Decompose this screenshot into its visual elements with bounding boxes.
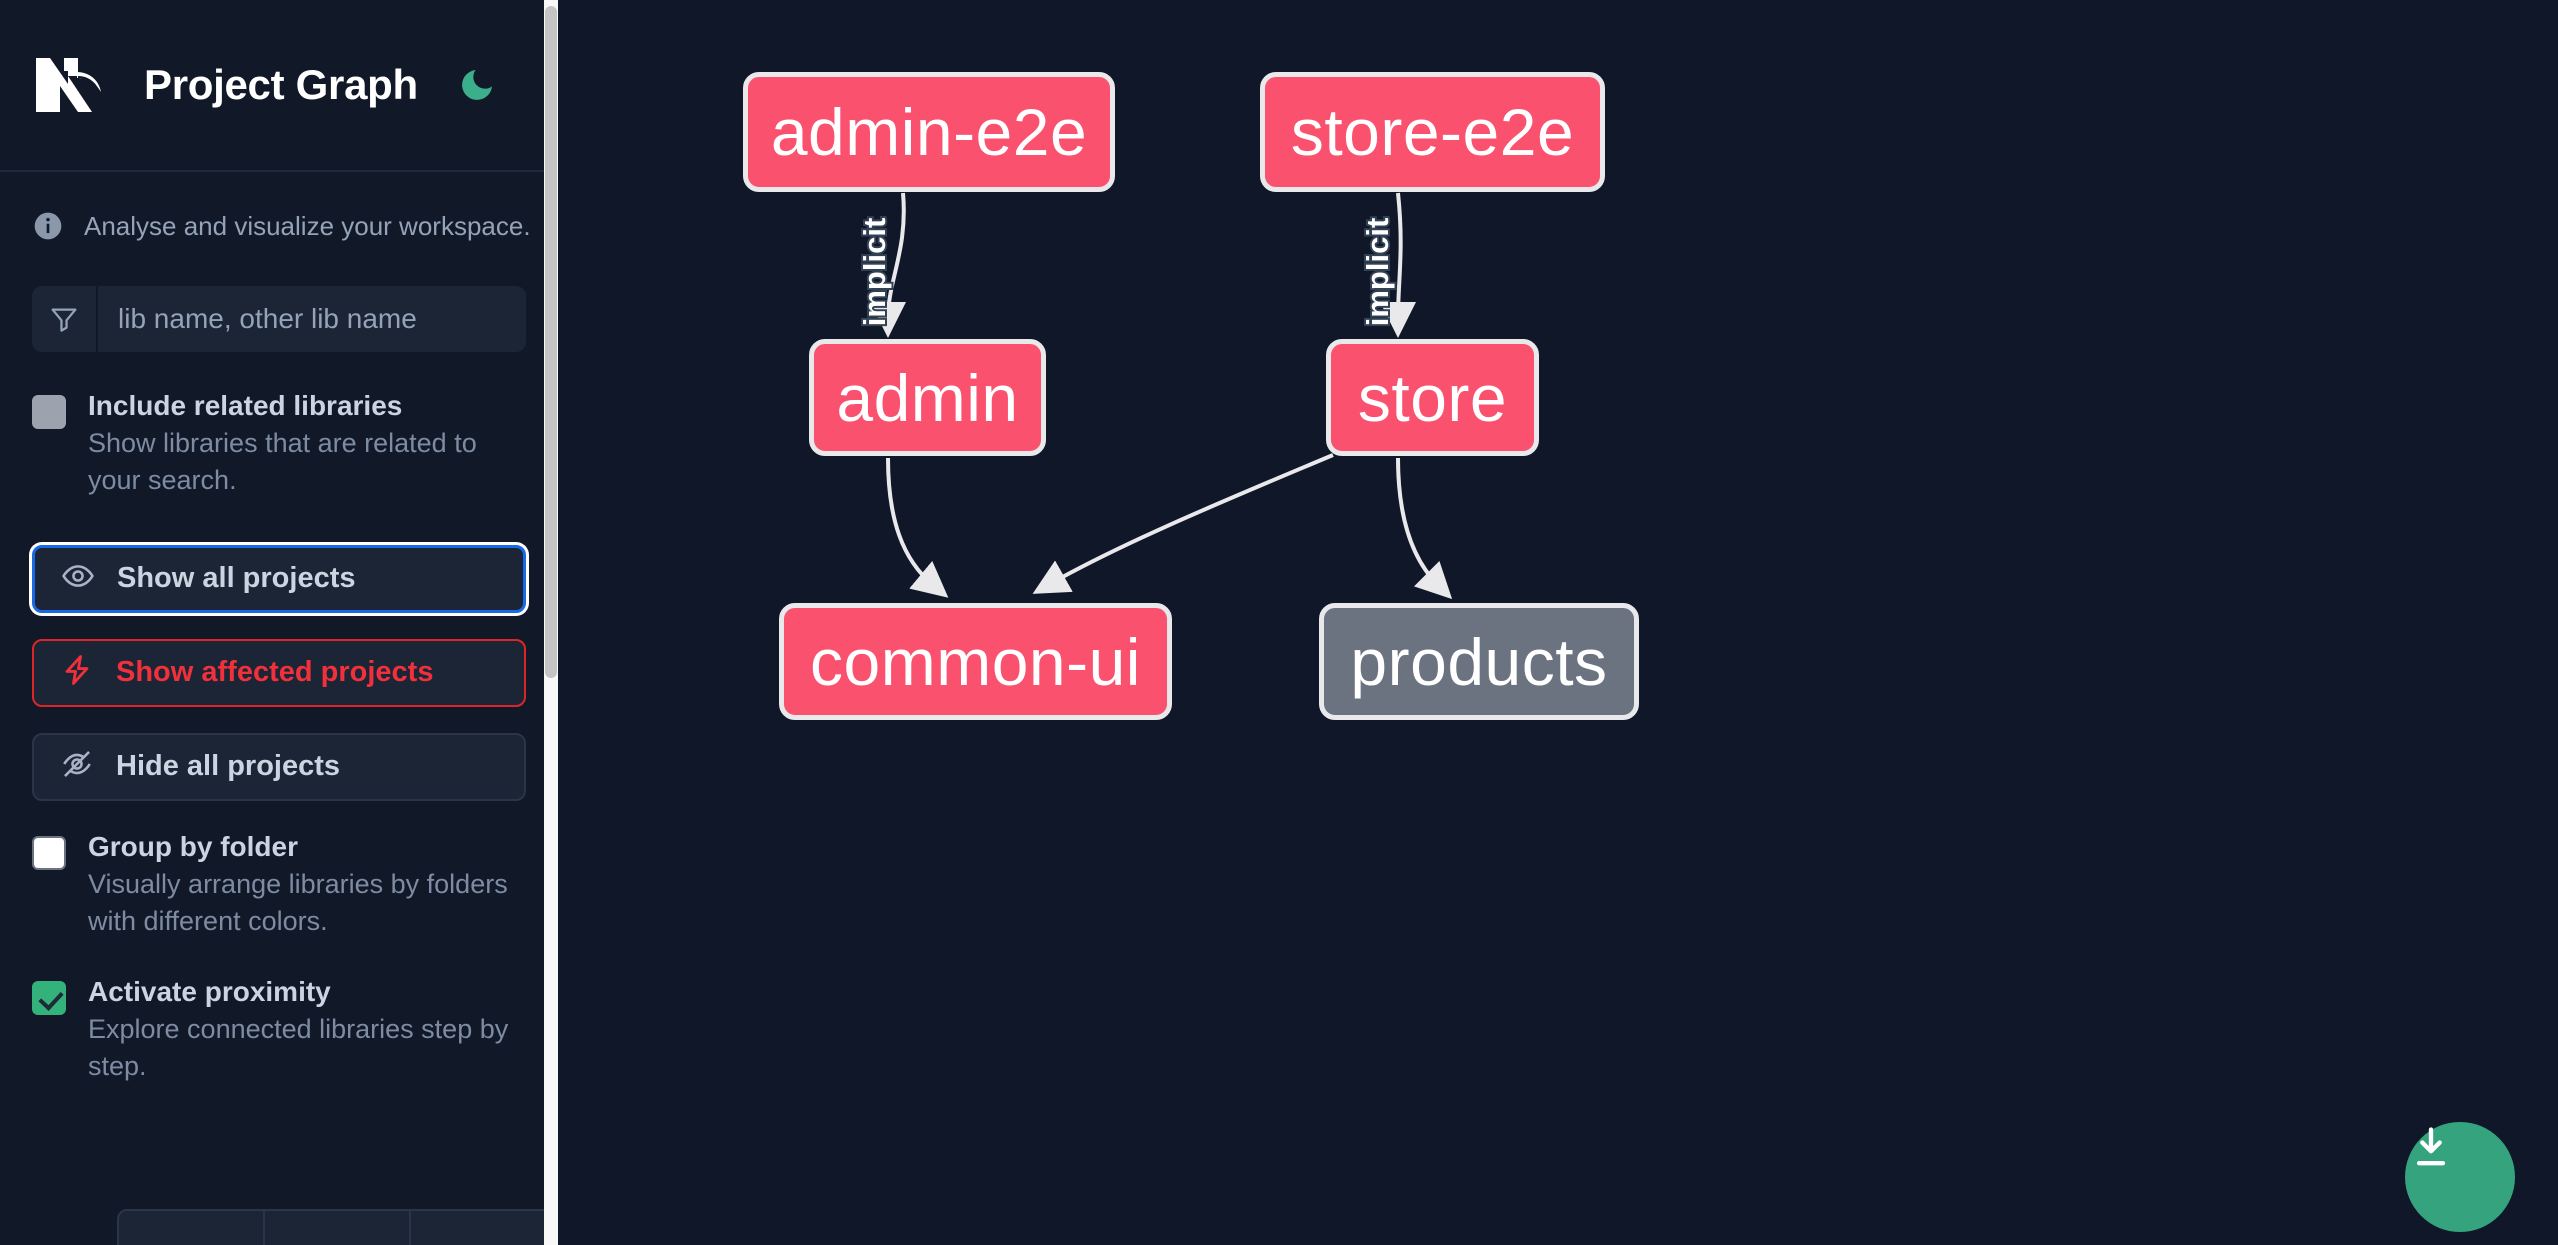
include-related-libraries-checkbox[interactable]	[32, 395, 66, 429]
show-all-projects-label: Show all projects	[117, 562, 356, 595]
sidebar: Project Graph Analyse and visualize your…	[0, 0, 558, 1245]
hide-all-projects-label: Hide all projects	[116, 750, 341, 783]
eye-icon	[61, 559, 95, 598]
graph-node-store[interactable]: store	[1326, 339, 1539, 456]
graph-node-store-e2e-label: store-e2e	[1290, 95, 1575, 169]
proximity-segment-1[interactable]	[119, 1211, 265, 1245]
workspace-note: Analyse and visualize your workspace.	[0, 172, 558, 280]
edge-store-to-products	[1396, 457, 1453, 600]
sidebar-scrollbar-thumb[interactable]	[545, 6, 557, 678]
graph-node-admin-e2e-label: admin-e2e	[770, 95, 1088, 169]
show-affected-projects-button[interactable]: Show affected projects	[32, 638, 526, 707]
sidebar-scrollbar[interactable]	[544, 0, 558, 1245]
graph-node-store-label: store	[1357, 360, 1508, 435]
group-by-folder-label: Group by folder	[88, 830, 298, 862]
svg-text:implicit: implicit	[1360, 218, 1395, 327]
group-by-folder-description: Visually arrange libraries by folders wi…	[88, 868, 508, 936]
show-all-projects-button[interactable]: Show all projects	[32, 544, 526, 613]
filter-funnel-icon	[32, 286, 98, 352]
edge-label-implicit-2: implicit	[1358, 216, 1397, 329]
graph-node-products[interactable]: products	[1319, 603, 1639, 720]
info-circle-icon	[32, 210, 64, 242]
graph-edges: implicit implicit	[855, 192, 1453, 600]
proximity-segment-3[interactable]	[411, 1211, 555, 1245]
svg-text:implicit: implicit	[857, 218, 892, 327]
app-title: Project Graph	[144, 61, 418, 108]
moon-icon[interactable]	[454, 62, 500, 108]
activate-proximity-description: Explore connected libraries step by step…	[88, 1013, 509, 1081]
workspace-note-text: Analyse and visualize your workspace.	[84, 210, 531, 241]
graph-node-common-ui-label: common-ui	[810, 624, 1141, 699]
nx-logo-icon	[32, 54, 116, 116]
sidebar-header: Project Graph	[0, 0, 558, 172]
search-input[interactable]	[98, 286, 526, 352]
option-activate-proximity[interactable]: Activate proximity Explore connected lib…	[0, 976, 558, 1085]
include-related-libraries-description: Show libraries that are related to your …	[88, 428, 477, 495]
option-include-related-libraries[interactable]: Include related libraries Show libraries…	[0, 390, 558, 499]
hide-all-projects-button[interactable]: Hide all projects	[32, 732, 526, 801]
lightning-bolt-icon	[60, 653, 94, 692]
proximity-segment-2[interactable]	[265, 1211, 411, 1245]
search-field[interactable]	[32, 286, 526, 352]
activate-proximity-checkbox[interactable]	[32, 980, 66, 1015]
graph-node-admin-label: admin	[836, 360, 1019, 435]
edge-store-to-common-ui	[1032, 453, 1334, 594]
edge-label-implicit-1: implicit	[855, 216, 894, 329]
graph-node-admin-e2e[interactable]: admin-e2e	[743, 72, 1115, 192]
edge-admin-to-common-ui	[886, 457, 949, 598]
include-related-libraries-label: Include related libraries	[88, 390, 403, 421]
download-graph-button[interactable]	[2405, 1122, 2515, 1232]
activate-proximity-label: Activate proximity	[88, 975, 331, 1007]
graph-node-common-ui[interactable]: common-ui	[779, 603, 1172, 720]
edge-store-e2e-to-store	[1380, 192, 1417, 338]
project-visibility-buttons: Show all projects Show affected projects	[32, 544, 526, 801]
graph-node-products-label: products	[1350, 624, 1608, 699]
edge-admin-e2e-to-admin	[870, 192, 907, 338]
graph-node-store-e2e[interactable]: store-e2e	[1260, 72, 1605, 192]
graph-node-admin[interactable]: admin	[809, 339, 1046, 456]
group-by-folder-checkbox[interactable]	[32, 835, 66, 870]
eye-off-icon	[60, 747, 94, 786]
option-group-by-folder[interactable]: Group by folder Visually arrange librari…	[0, 831, 558, 940]
show-affected-projects-label: Show affected projects	[116, 656, 434, 689]
graph-canvas[interactable]: implicit implicit admin-e2e store-e2e ad…	[558, 0, 2558, 1245]
proximity-segmented-control[interactable]	[117, 1209, 557, 1245]
